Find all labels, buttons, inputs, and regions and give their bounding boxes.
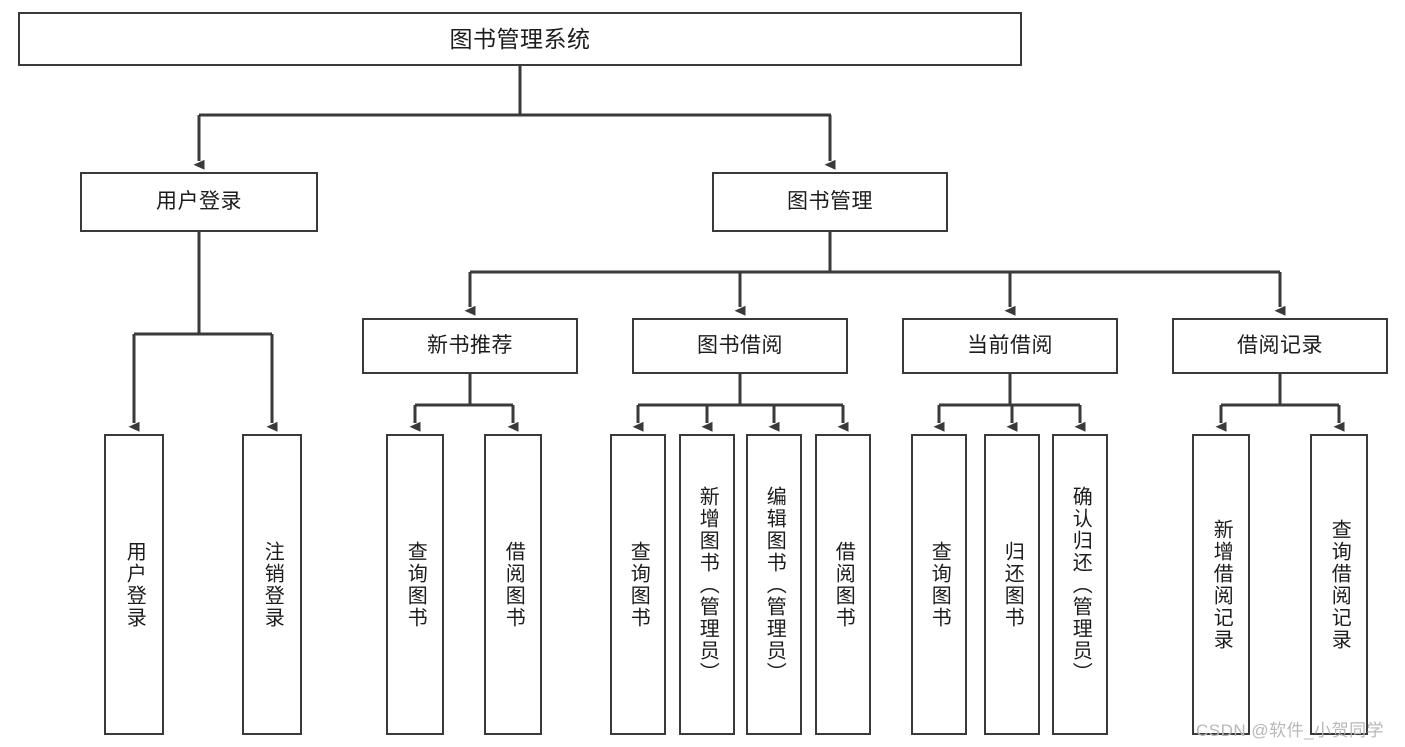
node-leaf-edit-book[interactable]: 编辑图书（管理员）	[746, 434, 802, 735]
node-leaf-add-book[interactable]: 新增图书（管理员）	[679, 434, 735, 735]
node-leaf-logout-label: 注销登录	[261, 540, 284, 629]
node-new-book-recommend[interactable]: 新书推荐	[362, 318, 578, 374]
node-leaf-add-book-label: 新增图书（管理员）	[696, 485, 719, 684]
node-leaf-borrow-book-1-label: 借阅图书	[502, 540, 525, 629]
node-user-login-label: 用户登录	[156, 189, 242, 213]
node-leaf-add-record[interactable]: 新增借阅记录	[1192, 434, 1250, 735]
node-leaf-query-record-label: 查询借阅记录	[1328, 518, 1351, 651]
csdn-watermark: CSDN @软件_小贺同学	[1196, 721, 1385, 740]
node-borrow-record-label: 借阅记录	[1237, 333, 1323, 357]
node-leaf-query-record[interactable]: 查询借阅记录	[1310, 434, 1368, 735]
node-leaf-query-book-3[interactable]: 查询图书	[911, 434, 967, 735]
node-user-login[interactable]: 用户登录	[80, 172, 318, 232]
node-leaf-query-book-2-label: 查询图书	[627, 540, 650, 629]
node-borrow-record[interactable]: 借阅记录	[1172, 318, 1388, 374]
node-leaf-return-book[interactable]: 归还图书	[984, 434, 1040, 735]
node-leaf-query-book-1-label: 查询图书	[404, 540, 427, 629]
node-leaf-query-book-2[interactable]: 查询图书	[610, 434, 666, 735]
node-leaf-query-book-1[interactable]: 查询图书	[386, 434, 444, 735]
node-current-borrow-label: 当前借阅	[967, 333, 1053, 357]
node-leaf-edit-book-label: 编辑图书（管理员）	[763, 485, 786, 684]
node-new-book-recommend-label: 新书推荐	[427, 333, 513, 357]
node-root[interactable]: 图书管理系统	[18, 12, 1022, 66]
node-leaf-confirm-return-label: 确认归还（管理员）	[1069, 485, 1092, 684]
node-leaf-borrow-book-2-label: 借阅图书	[832, 540, 855, 629]
node-leaf-logout[interactable]: 注销登录	[242, 434, 302, 735]
node-root-label: 图书管理系统	[449, 25, 591, 52]
node-leaf-query-book-3-label: 查询图书	[928, 540, 951, 629]
node-leaf-add-record-label: 新增借阅记录	[1210, 518, 1233, 651]
node-book-management[interactable]: 图书管理	[712, 172, 948, 232]
node-leaf-borrow-book-1[interactable]: 借阅图书	[484, 434, 542, 735]
node-book-management-label: 图书管理	[787, 189, 873, 213]
node-leaf-user-login[interactable]: 用户登录	[104, 434, 164, 735]
node-current-borrow[interactable]: 当前借阅	[902, 318, 1118, 374]
node-leaf-return-book-label: 归还图书	[1001, 540, 1024, 629]
node-leaf-borrow-book-2[interactable]: 借阅图书	[815, 434, 871, 735]
node-leaf-confirm-return[interactable]: 确认归还（管理员）	[1052, 434, 1108, 735]
node-book-borrow-label: 图书借阅	[697, 333, 783, 357]
node-leaf-user-login-label: 用户登录	[123, 540, 146, 629]
node-book-borrow[interactable]: 图书借阅	[632, 318, 848, 374]
